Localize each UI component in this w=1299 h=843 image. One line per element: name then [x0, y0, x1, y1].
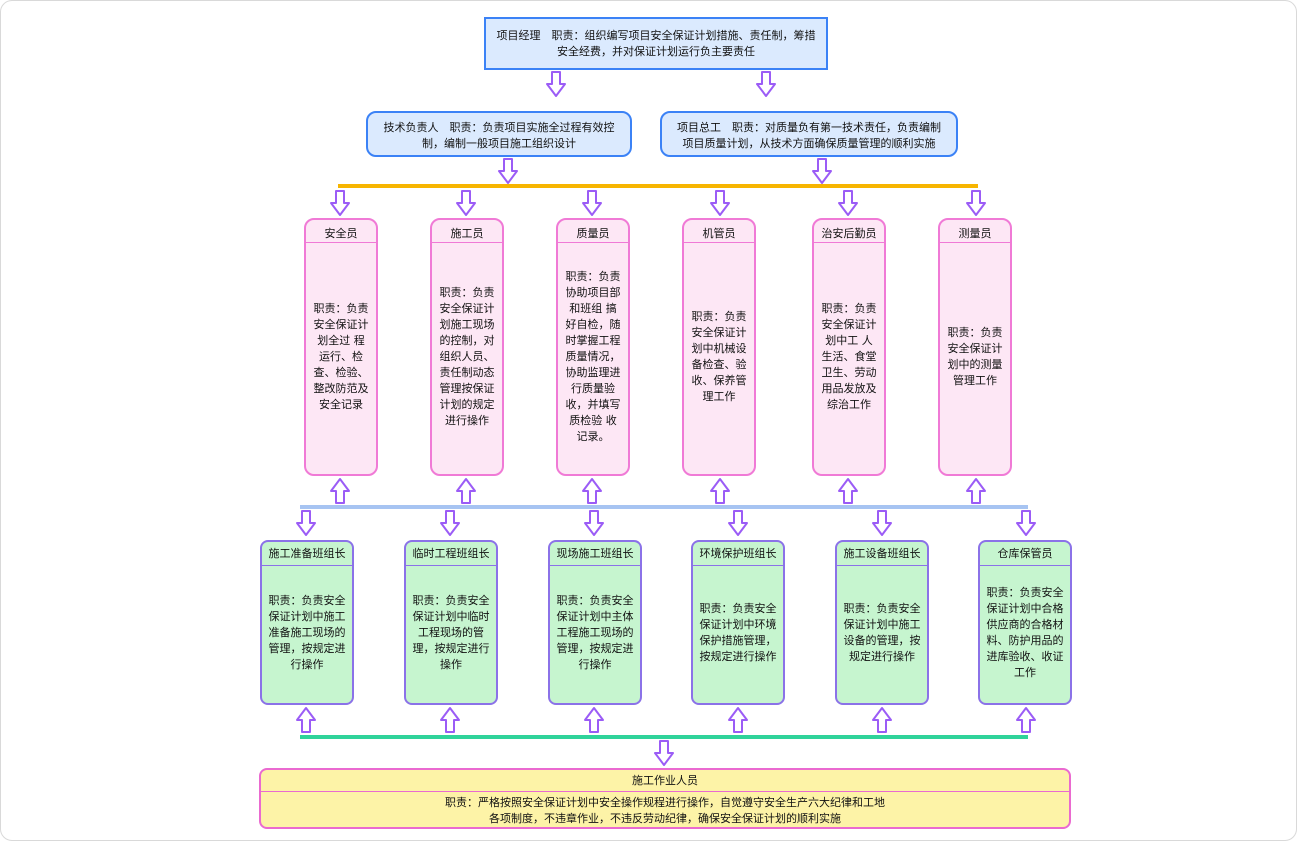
arrow-bar-to-role-5: [838, 190, 858, 216]
arrow-mid-to-role-5: [838, 478, 858, 504]
role-node-logistics: 治安后勤员 职责：负责安全保证计划中工 人生活、食堂卫生、劳动用品发放及综治工作: [812, 218, 886, 476]
arrow-mid-to-team-5: [872, 510, 892, 536]
role-title: 安全员: [324, 227, 358, 240]
team-node-site: 现场施工班组长 职责：负责安全保证计划中主体工程施工现场的管理，按规定进行操作: [548, 540, 642, 705]
team-title: 仓库保管员: [997, 547, 1053, 560]
team-node-equipment: 施工设备班组长 职责：负责安全保证计划中施工设备的管理，按规定进行操作: [835, 540, 929, 705]
role-title: 施工员: [450, 227, 484, 240]
role-node-survey: 测量员 职责：负责安全保证计划中的测量管理工作: [938, 218, 1012, 476]
team-divider: [550, 565, 640, 566]
role-node-construction: 施工员 职责：负责安全保证计划施工现场的控制，对组织人员、责任制动态管理按保证计…: [430, 218, 504, 476]
arrow-mid-to-role-4: [710, 478, 730, 504]
team-duty: 职责：负责安全保证计划中主体工程施工现场的管理，按规定进行操作: [556, 594, 634, 671]
arrow-bottom-to-team-3: [584, 707, 604, 733]
project-manager-node: 项目经理 职责：组织编写项目安全保证计划措施、责任制，筹措安全经费，并对保证计划…: [484, 17, 828, 70]
team-duty: 职责：负责安全保证计划中合格供应商的合格材料、防护用品的进库验收、收证工作: [986, 586, 1064, 679]
arrow-mid-to-role-1: [330, 478, 350, 504]
team-divider: [262, 565, 352, 566]
arrow-mid-to-team-6: [1016, 510, 1036, 536]
arrow-bar-to-workers: [654, 740, 674, 766]
team-node-temporary: 临时工程班组长 职责：负责安全保证计划中临时工程现场的管理，按规定进行操作: [404, 540, 498, 705]
arrow-mid-to-role-3: [582, 478, 602, 504]
arrow-bar-to-role-3: [582, 190, 602, 216]
role-divider: [306, 242, 376, 243]
chief-engineer-node: 项目总工 职责：对质量负有第一技术责任，负责编制项目质量计划，从技术方面确保质量…: [660, 111, 958, 157]
role-duty: 职责：负责安全保证计划施工现场的控制，对组织人员、责任制动态管理按保证计划的规定…: [439, 285, 495, 427]
team-duty: 职责：负责安全保证计划中环境保护措施管理，按规定进行操作: [699, 602, 777, 663]
role-duty: 职责：负责协助项目部和班组 搞好自检，随时掌握工程质量情况，协助监理进行质量验收…: [565, 269, 621, 443]
team-divider: [837, 565, 927, 566]
team-duty: 职责：负责安全保证计划中施工设备的管理，按规定进行操作: [843, 602, 921, 663]
arrow-mid-to-role-6: [966, 478, 986, 504]
arrow-bottom-to-team-6: [1016, 707, 1036, 733]
role-title: 测量员: [958, 227, 992, 240]
role-divider: [814, 242, 884, 243]
team-node-warehouse: 仓库保管员 职责：负责安全保证计划中合格供应商的合格材料、防护用品的进库验收、收…: [978, 540, 1072, 705]
arrow-bottom-to-team-5: [872, 707, 892, 733]
workers-duty: 职责：严格按照安全保证计划中安全操作规程进行操作，自觉遵守安全生产六大纪律和工地…: [445, 796, 885, 825]
team-divider: [406, 565, 496, 566]
arrow-chief-to-bar: [812, 158, 832, 184]
team-node-environment: 环境保护班组长 职责：负责安全保证计划中环境保护措施管理，按规定进行操作: [691, 540, 785, 705]
role-title: 治安后勤员: [821, 227, 877, 240]
role-node-quality: 质量员 职责：负责协助项目部和班组 搞好自检，随时掌握工程质量情况，协助监理进行…: [556, 218, 630, 476]
project-manager-text: 项目经理 职责：组织编写项目安全保证计划措施、责任制，筹措安全经费，并对保证计划…: [496, 29, 816, 58]
arrow-bottom-to-team-2: [440, 707, 460, 733]
arrow-mid-to-team-4: [728, 510, 748, 536]
workers-title: 施工作业人员: [632, 774, 698, 787]
arrow-bar-to-role-2: [456, 190, 476, 216]
arrow-mid-to-team-1: [296, 510, 316, 536]
role-node-safety: 安全员 职责：负责安全保证计划全过 程运行、检查、检验、整改防范及安全记录: [304, 218, 378, 476]
arrow-bar-to-role-6: [966, 190, 986, 216]
technical-lead-node: 技术负责人 职责：负责项目实施全过程有效控制，编制一般项目施工组织设计: [366, 111, 632, 157]
technical-lead-text: 技术负责人 职责：负责项目实施全过程有效控制，编制一般项目施工组织设计: [383, 121, 615, 150]
arrow-tech-to-bar: [498, 158, 518, 184]
workers-node: 施工作业人员 职责：严格按照安全保证计划中安全操作规程进行操作，自觉遵守安全生产…: [259, 768, 1071, 829]
role-title: 机管员: [702, 227, 736, 240]
team-divider: [980, 565, 1070, 566]
role-divider: [940, 242, 1010, 243]
role-duty: 职责：负责安全保证计划中的测量管理工作: [947, 325, 1003, 387]
team-node-preparation: 施工准备班组长 职责：负责安全保证计划中施工准备施工现场的管理，按规定进行操作: [260, 540, 354, 705]
arrow-bottom-to-team-4: [728, 707, 748, 733]
team-title: 环境保护班组长: [699, 547, 777, 560]
role-duty: 职责：负责安全保证计划全过 程运行、检查、检验、整改防范及安全记录: [313, 301, 369, 411]
team-title: 临时工程班组长: [412, 547, 490, 560]
arrow-mid-to-role-2: [456, 478, 476, 504]
workers-divider: [261, 791, 1069, 792]
arrow-bar-to-role-1: [330, 190, 350, 216]
chief-engineer-text: 项目总工 职责：对质量负有第一技术责任，负责编制项目质量计划，从技术方面确保质量…: [677, 121, 941, 150]
role-title: 质量员: [576, 227, 610, 240]
arrow-mid-to-team-2: [440, 510, 460, 536]
arrow-bottom-to-team-1: [296, 707, 316, 733]
team-duty: 职责：负责安全保证计划中临时工程现场的管理，按规定进行操作: [412, 594, 490, 671]
team-divider: [693, 565, 783, 566]
role-divider: [684, 242, 754, 243]
role-duty: 职责：负责安全保证计划中工 人生活、食堂卫生、劳动用品发放及综治工作: [821, 301, 877, 411]
team-title: 现场施工班组长: [556, 547, 634, 560]
arrow-mid-to-team-3: [584, 510, 604, 536]
team-duty: 职责：负责安全保证计划中施工准备施工现场的管理，按规定进行操作: [268, 594, 346, 671]
team-title: 施工设备班组长: [843, 547, 921, 560]
role-divider: [558, 242, 628, 243]
role-duty: 职责：负责安全保证计划中机械设备检查、验收、保养管理工作: [691, 309, 747, 403]
arrow-manager-to-tech: [546, 71, 566, 97]
role-divider: [432, 242, 502, 243]
arrow-manager-to-chief: [756, 71, 776, 97]
arrow-bar-to-role-4: [710, 190, 730, 216]
team-title: 施工准备班组长: [268, 547, 346, 560]
role-node-machinery: 机管员 职责：负责安全保证计划中机械设备检查、验收、保养管理工作: [682, 218, 756, 476]
